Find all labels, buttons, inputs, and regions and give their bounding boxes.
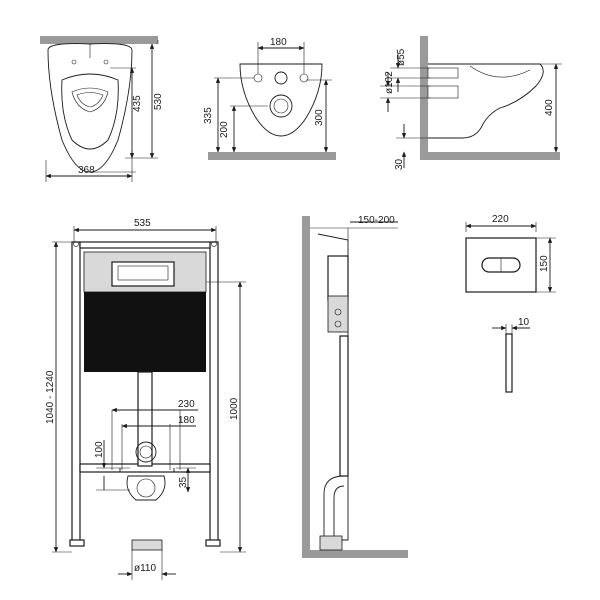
dim-hole-spacing: 180 [270,37,287,48]
dim-bowl-height-2: 530 [153,93,164,110]
dim-clearance: 30 [394,158,405,170]
dim-offset-35: 35 [178,476,189,488]
dim-outer-spacing: 230 [178,399,195,410]
dim-rear-height-c: 300 [314,109,325,126]
frame-side-view: 150-200 [302,215,408,558]
flush-plate-view: 220 150 10 [465,214,556,393]
dim-plate-thickness: 10 [518,317,530,328]
dim-offset-100: 100 [94,441,105,458]
bowl-top-view: 368 435 530 [40,36,164,182]
dim-frame-height-range: 1040 - 1240 [45,370,56,424]
dim-pipe-small: ø55 [396,48,407,66]
dim-drain: ø110 [134,563,156,574]
dim-frame-width: 535 [134,218,151,229]
dim-rim-height: 400 [544,99,555,116]
dim-bowl-height-1: 435 [132,95,143,112]
dim-pipe-large: ø102 [384,71,395,94]
dim-inner-spacing: 180 [178,415,195,426]
bowl-rear-view: 180 335 200 300 [203,37,336,160]
dim-frame-depth: 150-200 [358,215,395,226]
dim-plate-width: 220 [492,214,509,225]
dim-plate-height: 150 [539,255,550,272]
dim-bowl-width: 368 [78,165,95,176]
dim-rear-height-b: 200 [219,121,230,138]
dim-frame-height: 1000 [229,397,240,420]
bowl-side-view: ø55 ø102 400 30 [380,36,562,170]
frame-front-view: 535 230 180 100 35 [45,218,246,580]
dim-rear-height-a: 335 [203,107,214,124]
